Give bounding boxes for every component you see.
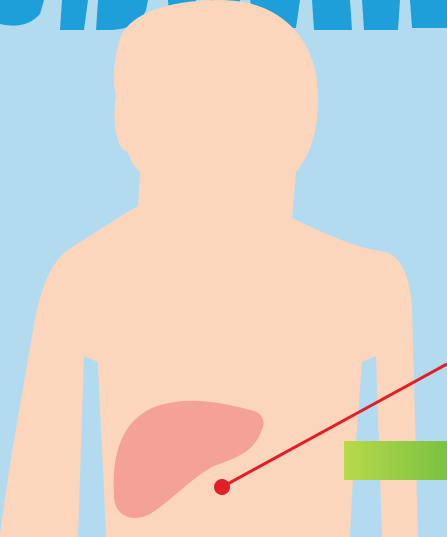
pointer-dot (214, 479, 230, 495)
label-bar (344, 441, 447, 480)
